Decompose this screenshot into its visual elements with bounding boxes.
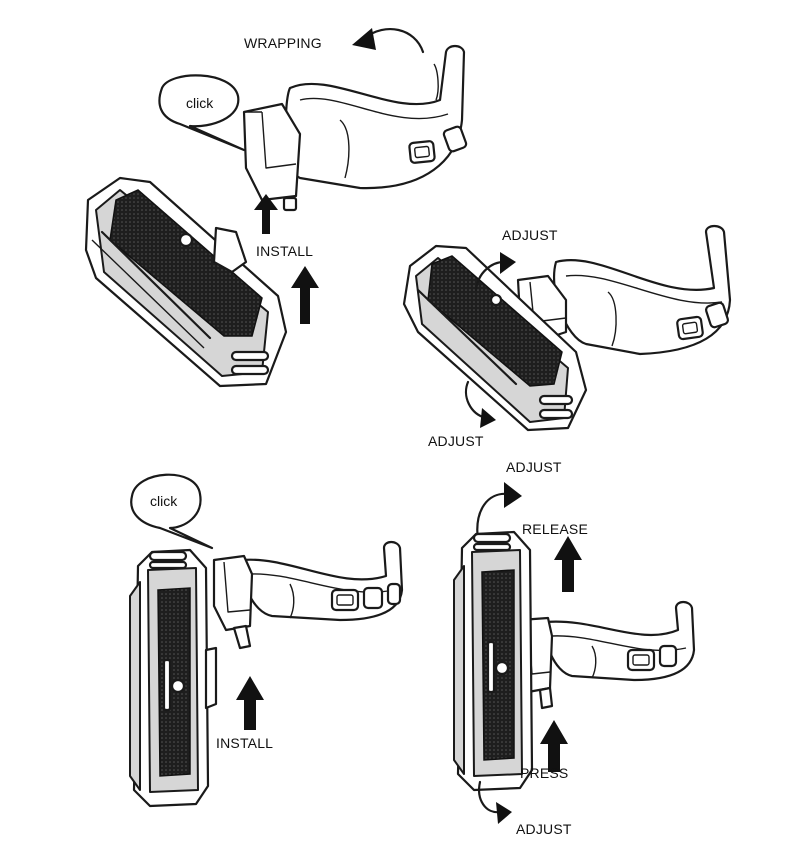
tail-light-vertical-2 bbox=[453, 530, 534, 792]
install-label-top: INSTALL bbox=[256, 243, 313, 259]
adjust-label-bottom-upper: ADJUST bbox=[506, 459, 562, 475]
clip-mount-3 bbox=[212, 554, 254, 650]
install-arrow-large-icon bbox=[291, 266, 319, 324]
rotate-arrow-top-icon bbox=[474, 252, 516, 292]
panel-top-right: ADJUST bbox=[402, 224, 732, 449]
click-label-top: click bbox=[186, 95, 214, 111]
adjust-label-top-upper: ADJUST bbox=[502, 227, 558, 243]
panel-bottom-left: click INSTALL bbox=[129, 473, 404, 808]
release-label: RELEASE bbox=[522, 521, 588, 537]
panel-top-left: WRAPPING click INSTALL bbox=[84, 28, 468, 388]
adjust-label-bottom-lower: ADJUST bbox=[516, 821, 572, 837]
rotate-arrow-bottom-panel-top-icon bbox=[476, 482, 522, 542]
clip-mount bbox=[242, 102, 302, 212]
mount-strap-2 bbox=[552, 224, 732, 356]
wrapping-label: WRAPPING bbox=[244, 35, 322, 51]
rotate-arrow-bottom-icon bbox=[464, 380, 496, 428]
adjust-label-top-lower: ADJUST bbox=[428, 433, 484, 449]
click-bubble-top: click bbox=[158, 74, 246, 152]
panel-bottom-right: ADJUST RELEASE bbox=[453, 459, 696, 837]
tail-light-horizontal-2 bbox=[402, 244, 588, 432]
click-bubble-bottom: click bbox=[130, 473, 214, 550]
install-label-bottom: INSTALL bbox=[216, 735, 273, 751]
press-label: PRESS bbox=[520, 765, 568, 781]
mount-strap-4 bbox=[544, 600, 696, 682]
mount-strap bbox=[284, 44, 468, 190]
mount-strap-3 bbox=[240, 540, 404, 622]
press-arrow-icon bbox=[540, 720, 568, 772]
click-label-bottom: click bbox=[150, 493, 178, 509]
tail-light-vertical bbox=[129, 548, 218, 808]
tail-light-horizontal bbox=[84, 176, 288, 388]
wrapping-arrow-icon bbox=[352, 28, 425, 54]
install-arrow-small-icon bbox=[254, 194, 278, 234]
install-arrow-bottom-icon bbox=[236, 676, 264, 730]
rotate-arrow-bottom-panel-bottom-icon bbox=[478, 780, 512, 824]
release-arrow-icon bbox=[554, 536, 582, 592]
